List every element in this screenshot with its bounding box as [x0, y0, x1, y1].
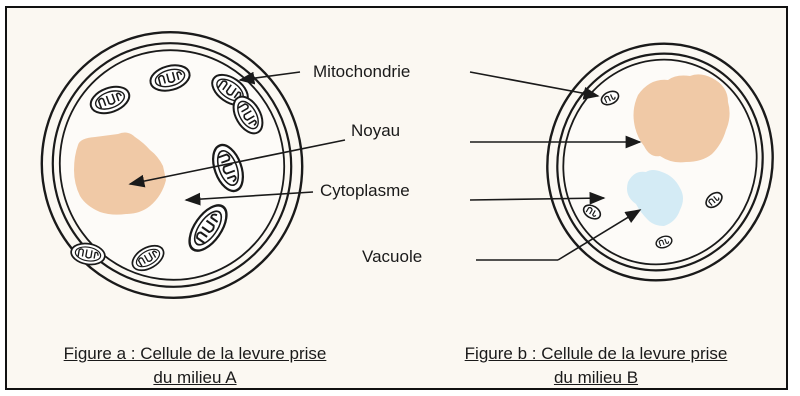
label-noyau: Noyau [351, 121, 400, 141]
label-cytoplasme: Cytoplasme [320, 181, 410, 201]
cell-b [517, 14, 800, 310]
caption-b-line1: Figure b : Cellule de la levure prise [426, 342, 766, 366]
caption-b-line2: du milieu B [426, 366, 766, 390]
cell-b-inner-membrane [537, 34, 783, 289]
label-mitochondrie: Mitochondrie [313, 62, 410, 82]
caption-a-line1: Figure a : Cellule de la levure prise [30, 342, 360, 366]
caption-figure-b: Figure b : Cellule de la levure prise du… [426, 342, 766, 390]
label-vacuole: Vacuole [362, 247, 422, 267]
caption-a-line2: du milieu A [30, 366, 360, 390]
caption-figure-a: Figure a : Cellule de la levure prise du… [30, 342, 360, 390]
cell-b-nucleus [634, 74, 730, 162]
cell-a [12, 3, 332, 327]
